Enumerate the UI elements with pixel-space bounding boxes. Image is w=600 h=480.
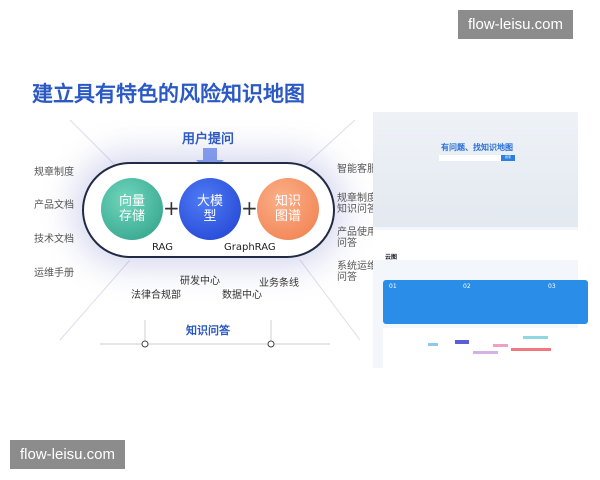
background-lines <box>59 119 361 348</box>
llm-circle: 大模型 <box>179 178 241 240</box>
source-label: 技术文档 <box>34 234 74 245</box>
knowledge-qa-label: 知识问答 <box>186 324 230 337</box>
section-title: 云图 <box>385 254 398 261</box>
department-label: 法律合规部 <box>131 290 181 301</box>
output-label: 系统运维问答 <box>337 261 377 283</box>
output-label: 规章制度知识问答 <box>337 193 377 215</box>
rag-label: RAG <box>152 242 173 253</box>
output-label: 智能客服 <box>337 164 377 175</box>
source-label: 产品文档 <box>34 200 74 211</box>
timeline-chart <box>383 328 578 368</box>
knowledge-graph-circle: 知识图谱 <box>257 178 319 240</box>
watermark: flow-leisu.com <box>10 440 126 469</box>
plus-sign: + <box>163 196 180 220</box>
source-label: 运维手册 <box>34 268 74 279</box>
plus-sign: + <box>241 196 258 220</box>
vector-store-circle: 向量存储 <box>101 178 163 240</box>
hero-title: 有问题、找知识地图 <box>441 143 513 152</box>
feature-cards: 01 02 03 <box>383 280 588 324</box>
hero-banner <box>373 112 578 227</box>
department-label: 业务条线 <box>259 278 299 289</box>
department-label: 数据中心 <box>222 290 262 301</box>
watermark: flow-leisu.com <box>458 10 574 39</box>
category-nav <box>373 230 578 260</box>
app-screenshot: 有问题、找知识地图 搜索 云图 01 02 03 <box>373 112 588 368</box>
user-question-label: 用户提问 <box>182 132 235 147</box>
page-title: 建立具有特色的风险知识地图 <box>32 82 305 106</box>
search-input[interactable] <box>439 155 501 161</box>
department-label: 研发中心 <box>180 276 220 287</box>
output-label: 产品使用问答 <box>337 227 377 249</box>
source-label: 规章制度 <box>34 167 74 178</box>
search-button[interactable]: 搜索 <box>501 155 515 161</box>
graphrag-label: GraphRAG <box>224 242 276 253</box>
